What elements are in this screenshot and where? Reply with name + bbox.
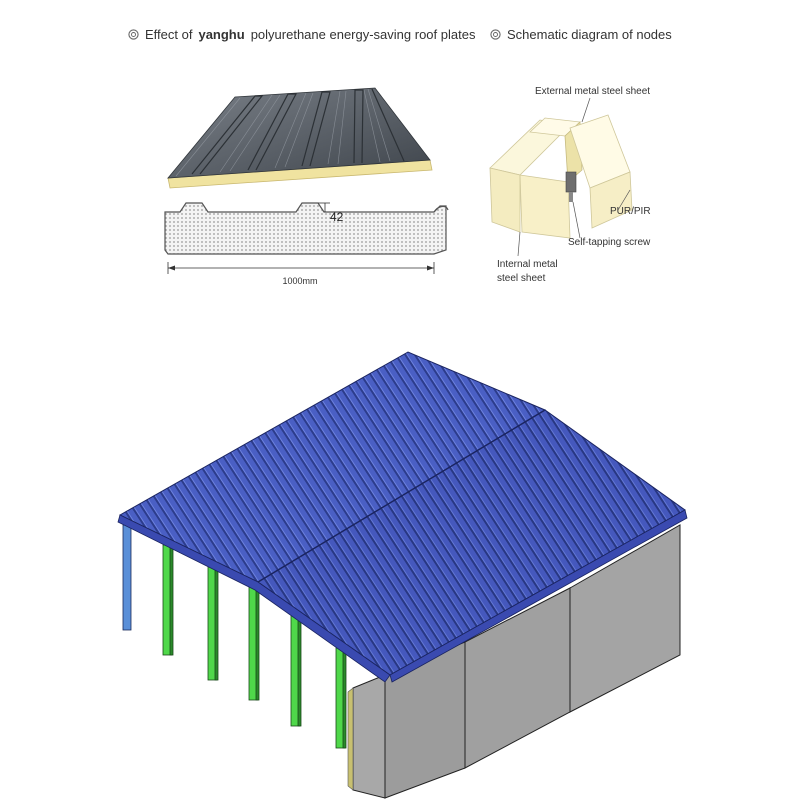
label-pur-pir: PUR/PIR — [610, 206, 651, 217]
roof-plates-caption: Effect of yanghu polyurethane energy-sav… — [128, 27, 475, 42]
nodes-caption-text: Schematic diagram of nodes — [507, 27, 672, 42]
circle-bullet-icon — [490, 29, 501, 40]
building-3d-illustration — [117, 351, 688, 799]
panel-cross-section: 42 1000mm — [164, 202, 449, 286]
panel-3d-view — [167, 87, 433, 189]
caption-brand: yanghu — [198, 27, 245, 42]
nodes-diagram-caption: Schematic diagram of nodes — [490, 27, 672, 42]
circle-bullet-icon — [128, 29, 139, 40]
roof-panel-illustration: 42 1000mm — [164, 87, 449, 286]
label-internal-sheet-line2: steel sheet — [497, 273, 546, 284]
label-self-tapping-screw: Self-tapping screw — [568, 237, 651, 248]
side-wall — [347, 524, 681, 799]
caption-prefix: Effect of — [145, 27, 193, 42]
roof — [117, 351, 688, 683]
dimension-width-label: 1000mm — [282, 276, 317, 286]
label-internal-sheet-line1: Internal metal — [497, 259, 558, 270]
label-external-sheet: External metal steel sheet — [535, 86, 651, 97]
node-schematic — [489, 97, 633, 257]
caption-suffix: polyurethane energy-saving roof plates — [250, 27, 476, 42]
dimension-42-label: 42 — [330, 210, 344, 224]
